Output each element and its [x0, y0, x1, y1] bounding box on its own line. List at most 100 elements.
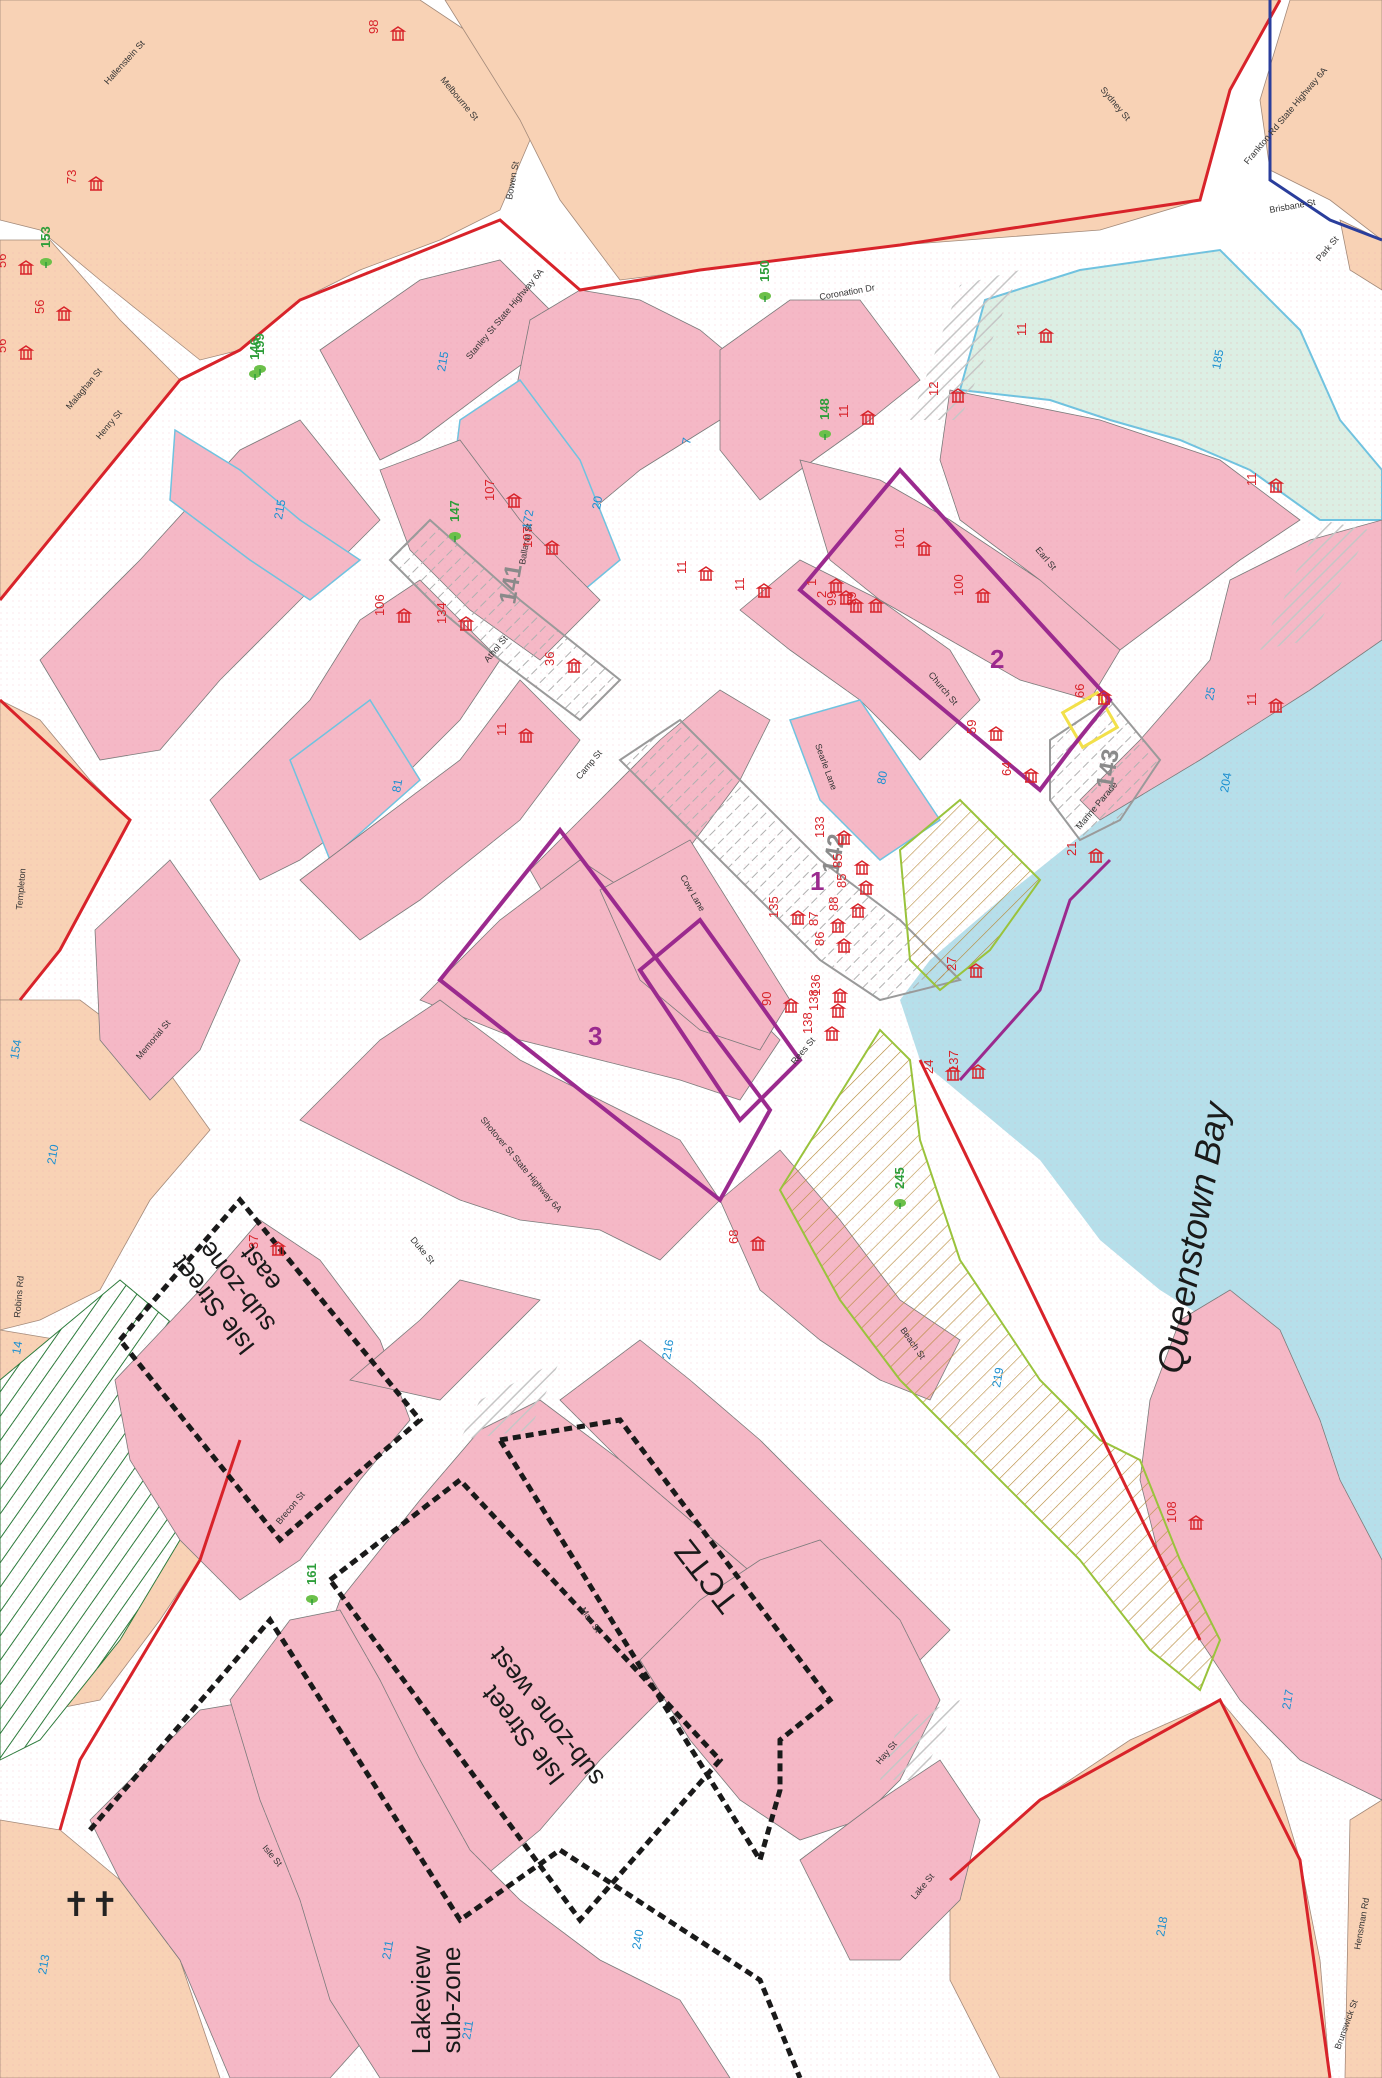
heritage-features: 9873565656107107134106361111111111111112…: [0, 20, 1285, 1530]
lakeview-label-1: Lakeview: [406, 1946, 436, 2055]
heritage-marker: [837, 590, 855, 605]
heritage-number: 56: [0, 339, 9, 353]
tree-icon: [306, 1595, 318, 1605]
heritage-marker: [1187, 1515, 1205, 1530]
tree-number: 147: [447, 500, 462, 522]
heritage-marker: [915, 541, 933, 556]
heritage-number: 21: [1064, 842, 1079, 856]
heritage-number: 135: [766, 896, 781, 918]
highway-boundary: [1268, 0, 1382, 242]
heritage-number: 11: [674, 561, 689, 575]
heritage-marker: [831, 988, 849, 1003]
heritage-marker: [974, 588, 992, 603]
heritage-number: 134: [434, 602, 449, 624]
foreshore-overlay: [778, 1028, 1222, 1692]
zone-number: 210: [44, 1143, 61, 1165]
heritage-marker: [505, 493, 523, 508]
heritage-number: 107: [520, 526, 535, 548]
tree-icon: [449, 532, 461, 542]
heritage-marker: [543, 540, 561, 555]
heritage-marker: [565, 658, 583, 673]
heritage-marker: [55, 306, 73, 321]
tree-number: 150: [757, 260, 772, 282]
precinct-label-3: 3: [588, 1021, 602, 1051]
heritage-number: 37: [246, 1235, 261, 1249]
heritage-number: 100: [951, 574, 966, 596]
tree-icon: [894, 1199, 906, 1209]
tree-icon: [819, 430, 831, 440]
heritage-number: 88: [826, 897, 841, 911]
heritage-marker: [1037, 328, 1055, 343]
pedestrian-crossings: [460, 270, 1370, 1780]
zone-number: 215: [434, 350, 451, 372]
heritage-number: 56: [32, 300, 47, 314]
heritage-marker: [969, 1064, 987, 1079]
foreshore-precinct-line: [958, 858, 1112, 1081]
zone-number: 211: [459, 2019, 476, 2041]
zone-number: 216: [659, 1338, 676, 1360]
zone-number: 25: [1202, 686, 1218, 702]
heritage-number: 107: [482, 479, 497, 501]
heritage-number: 68: [726, 1230, 741, 1244]
heritage-marker: [1022, 768, 1040, 783]
heritage-number: 106: [372, 594, 387, 616]
precinct-142-area: [618, 718, 962, 1002]
heritage-marker: [87, 176, 105, 191]
heritage-marker: [517, 728, 535, 743]
heritage-marker: [749, 1236, 767, 1251]
yellow-lot: [1060, 690, 1120, 750]
heritage-number: 64: [999, 762, 1014, 776]
tree-number: 153: [38, 226, 53, 248]
heritage-number: 11: [836, 405, 851, 419]
heritage-marker: [17, 345, 35, 360]
heritage-number: 1: [804, 579, 819, 586]
heritage-marker: [789, 910, 807, 925]
zone-number: 240: [629, 1928, 646, 1950]
heritage-number: 99: [824, 592, 839, 606]
tree-number: 161: [304, 1563, 319, 1585]
heritage-marker: [1087, 848, 1105, 863]
heritage-number: 101: [892, 527, 907, 549]
zone-number: 20: [589, 495, 605, 511]
heritage-number: 136: [808, 974, 823, 996]
zone-number: 213: [35, 1953, 52, 1975]
heritage-marker: [395, 608, 413, 623]
precinct-label-1: 1: [810, 866, 824, 896]
heritage-marker: [857, 880, 875, 895]
heritage-number: 27: [944, 957, 959, 971]
heritage-number: 11: [1244, 473, 1259, 487]
tree-icon: [254, 365, 266, 375]
heritage-number: 2: [814, 591, 829, 598]
heritage-number: 138: [806, 989, 821, 1011]
protected-tree-labels: 153 146 1 99 150 148 147 245 161: [38, 226, 907, 1605]
heritage-marker: [867, 598, 885, 613]
heritage-number: 24: [921, 1060, 936, 1074]
tree-number: 245: [892, 1167, 907, 1189]
heritage-number: 66: [1072, 684, 1087, 698]
zone-number: 215: [271, 498, 288, 520]
zone-number: 172: [519, 508, 536, 530]
zone-number: 80: [874, 770, 890, 786]
heritage-marker: [987, 726, 1005, 741]
zone-number: 217: [1279, 1688, 1296, 1710]
tree-number: 148: [817, 398, 832, 420]
subzone-boundaries: [88, 1196, 834, 2078]
heritage-number: 11: [732, 578, 747, 592]
zone-boundaries: [0, 0, 1332, 2078]
heritage-number: 11: [1014, 323, 1029, 337]
heritage-number: 39: [844, 592, 859, 606]
heritage-marker: [17, 260, 35, 275]
heritage-marker: [697, 566, 715, 581]
precinct-141-area: [388, 518, 622, 722]
tree-number: 146: [247, 338, 262, 360]
heritage-number: 108: [1164, 1501, 1179, 1523]
heritage-number: 133: [812, 816, 827, 838]
zone-number: 204: [1217, 771, 1234, 793]
heritage-marker: [944, 1066, 962, 1081]
heritage-number: 85: [830, 854, 845, 868]
heritage-marker: [755, 583, 773, 598]
heritage-number: 138: [800, 1012, 815, 1034]
heritage-marker: [782, 998, 800, 1013]
